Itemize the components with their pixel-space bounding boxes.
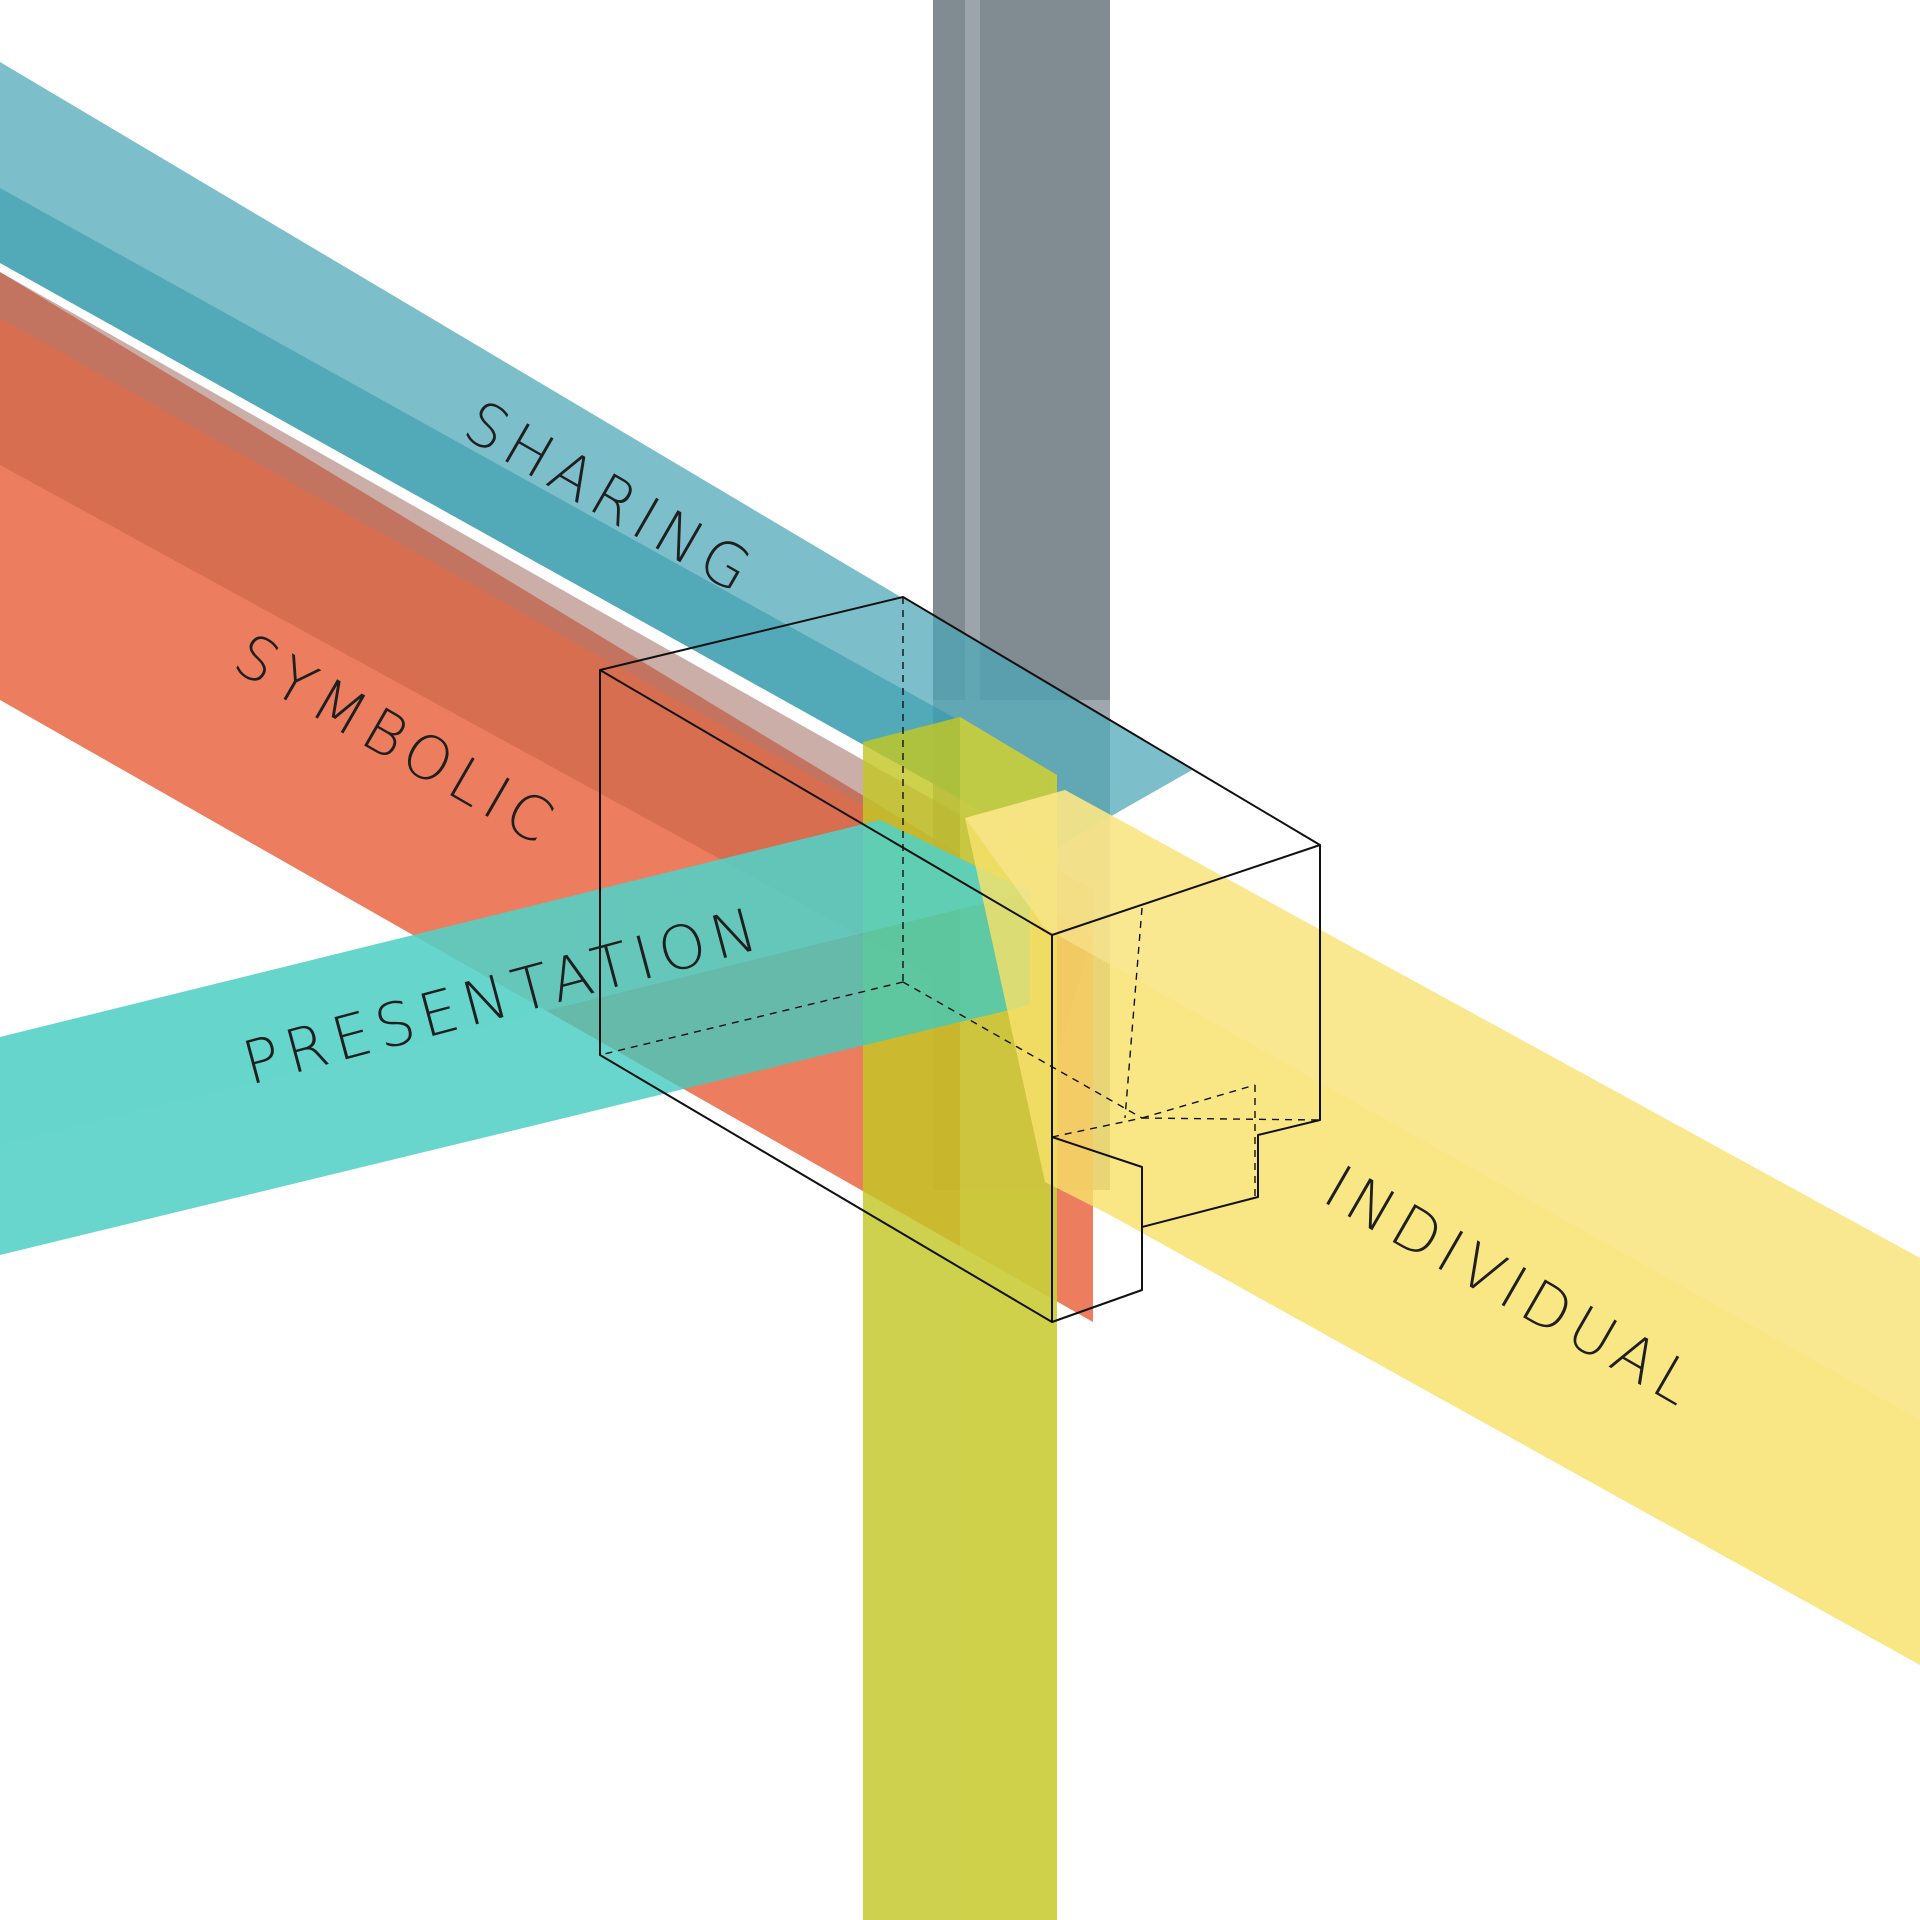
joint-wireframe bbox=[599, 596, 1321, 1323]
individual-beam bbox=[965, 790, 1920, 1665]
presentation-beam bbox=[0, 820, 1030, 1255]
sharing-beam bbox=[0, 62, 1192, 850]
